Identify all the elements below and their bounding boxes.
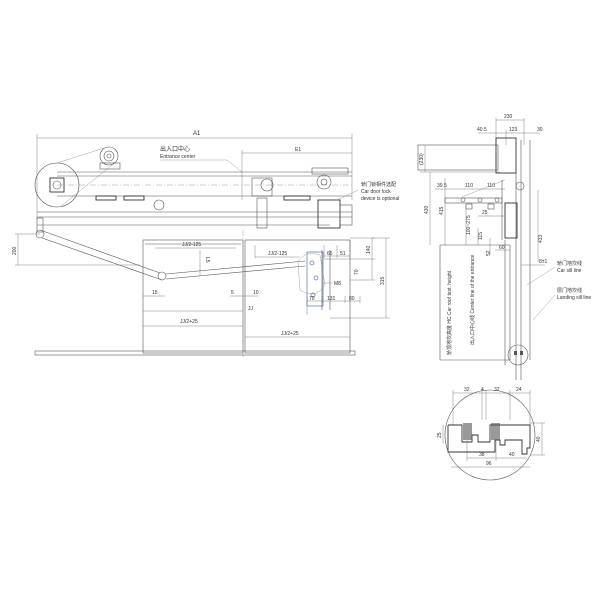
dim-115: 115	[478, 232, 484, 240]
sill-dim-24: 24	[516, 387, 522, 393]
dim-65: 65	[327, 251, 333, 257]
side-view: 230 40.5 123 30 (230) 430 415 39.5 110 1…	[417, 114, 591, 380]
car-door-lock-cn: 轿门锁相件选配	[361, 181, 396, 188]
dim-jj2-25-right: JJ/2+25	[281, 331, 299, 337]
dim-5: 5	[231, 290, 234, 296]
dim-110-a: 110	[465, 183, 473, 189]
left-door-panel	[142, 239, 244, 354]
dim-25: 25	[482, 210, 488, 216]
landing-sill-en: Landing sill line	[557, 295, 591, 301]
motor-flange-icon	[49, 177, 65, 193]
dim-40-5: 40.5	[477, 127, 487, 133]
dim-70-h: 70	[309, 296, 315, 302]
dim-jj2-25-left: JJ/2+25	[180, 319, 198, 325]
dim-80: 80	[349, 296, 355, 302]
dim-131: 131	[327, 296, 336, 302]
motor-pulley	[99, 146, 119, 166]
dim-140: 140	[366, 245, 372, 254]
sill-dim-32-a: 32	[464, 387, 470, 393]
dim-39-5: 39.5	[437, 183, 447, 189]
car-sill-cn: 轿门地坎线	[557, 260, 582, 267]
dim-jj2-125-left: JJ/2-125	[182, 242, 201, 248]
dim-e1: E1	[295, 147, 301, 153]
dim-230-v: (230)	[419, 153, 425, 165]
dim-15: 15	[152, 290, 158, 296]
dim-230: 230	[504, 114, 513, 120]
sill-detail: 32 4 32 24 25 40 38 40 96	[437, 387, 545, 481]
car-door-lock-en-2: device is optional	[361, 196, 399, 202]
sill-dim-40: 40	[536, 436, 542, 442]
car-door-lock-device	[306, 251, 324, 307]
sill-dim-32-b: 32	[494, 387, 500, 393]
dim-433: 433	[538, 234, 544, 243]
dim-jj: JJ	[248, 306, 254, 312]
right-door-panel	[244, 239, 351, 354]
dim-70-v: 70	[354, 269, 360, 275]
dim-jj2-125-right: JJ/2-125	[268, 251, 287, 257]
hc-height-label: 轿顶地坎高度 HC Car roof text. height	[446, 270, 453, 355]
dim-110-b: 110	[487, 183, 495, 189]
sill-bar	[34, 350, 356, 356]
front-view: A1 E1 出入口中心 Entrance center	[12, 131, 399, 358]
entrance-center-en: Entrance center	[160, 154, 196, 160]
dim-51: 51	[340, 251, 346, 257]
sill-dim-25: 25	[437, 432, 443, 438]
dim-8pm1: 8±1	[539, 259, 548, 265]
dim-123: 123	[509, 127, 518, 133]
sill-dim-96: 96	[486, 461, 492, 467]
center-line-label: 出入口中心线 Center line of the entrance	[469, 254, 476, 345]
dim-l5: L5	[204, 257, 210, 263]
dim-60: 60	[499, 245, 505, 251]
dim-30: 30	[537, 127, 543, 133]
dim-415: 415	[439, 206, 445, 215]
dim-m8: M8	[334, 281, 341, 287]
car-sill-en: Car sill line	[557, 268, 582, 274]
sill-detail-callout	[507, 344, 529, 366]
dim-10: 10	[253, 290, 259, 296]
sill-dim-40-b: 40	[509, 452, 515, 458]
entrance-center-cn: 出入口中心	[160, 145, 190, 153]
car-door-lock-en-1: Car door lock	[361, 189, 391, 195]
dim-200: 200	[12, 246, 18, 255]
landing-sill-cn: 层门地坎线	[557, 287, 582, 294]
dim-430: 430	[424, 205, 430, 214]
dim-315: 315	[380, 276, 386, 285]
sill-dim-38: 38	[479, 452, 485, 458]
dim-a1: A1	[193, 131, 201, 137]
dim-52: 52	[486, 250, 492, 256]
sill-dim-4: 4	[481, 387, 484, 393]
dim-100-275: 100~275	[466, 215, 472, 235]
